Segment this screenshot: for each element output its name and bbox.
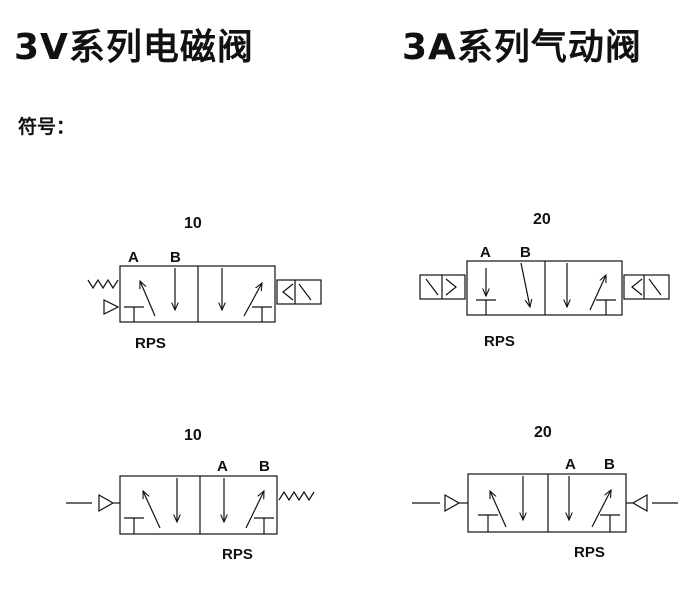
symbol-code: 20 — [533, 211, 551, 228]
flow-arrow — [243, 283, 262, 317]
spring-icon — [278, 490, 315, 502]
port-b-label: B — [520, 244, 531, 261]
exhaust-label: RPS — [222, 546, 253, 563]
flow-arrow — [489, 491, 507, 528]
pilot-triangle-icon — [98, 493, 115, 513]
solenoid-icon — [623, 274, 670, 300]
title-3a-pneumatic-valve: 3A系列气动阀 — [402, 27, 642, 68]
solenoid-icon — [276, 279, 322, 305]
flow-arrow — [143, 491, 161, 529]
exhaust-label: RPS — [135, 335, 166, 352]
symbol-label: 符号： — [18, 116, 76, 138]
flow-arrow — [591, 490, 611, 528]
flow-arrow — [589, 275, 606, 311]
valve-body — [119, 475, 278, 535]
exhaust-label: RPS — [484, 333, 515, 350]
flow-arrow — [245, 491, 264, 529]
valve-symbol-top-right: 20 A B RPS — [419, 211, 670, 350]
port-a-label: A — [217, 458, 228, 475]
port-a-label: A — [128, 249, 139, 266]
valve-body — [467, 473, 627, 533]
spring-icon — [87, 278, 119, 290]
symbol-code: 20 — [534, 424, 552, 441]
port-b-label: B — [259, 458, 270, 475]
exhaust-label: RPS — [574, 544, 605, 561]
valve-symbol-top-left: 10 A B RPS — [87, 215, 322, 352]
pilot-triangle-icon — [631, 493, 648, 513]
port-b-label: B — [170, 249, 181, 266]
title-3v-solenoid-valve: 3V系列电磁阀 — [14, 27, 254, 68]
symbol-code: 10 — [184, 215, 202, 232]
flow-arrow — [140, 281, 156, 317]
port-a-label: A — [480, 244, 491, 261]
flow-arrow — [520, 262, 530, 307]
return-triangle-icon — [103, 299, 120, 315]
pilot-triangle-icon — [444, 493, 461, 513]
port-b-label: B — [604, 456, 615, 473]
port-a-label: A — [565, 456, 576, 473]
valve-symbol-bottom-left: 10 A B RPS — [66, 427, 315, 563]
valve-symbol-bottom-right: 20 A B RPS — [412, 424, 678, 561]
symbol-code: 10 — [184, 427, 202, 444]
